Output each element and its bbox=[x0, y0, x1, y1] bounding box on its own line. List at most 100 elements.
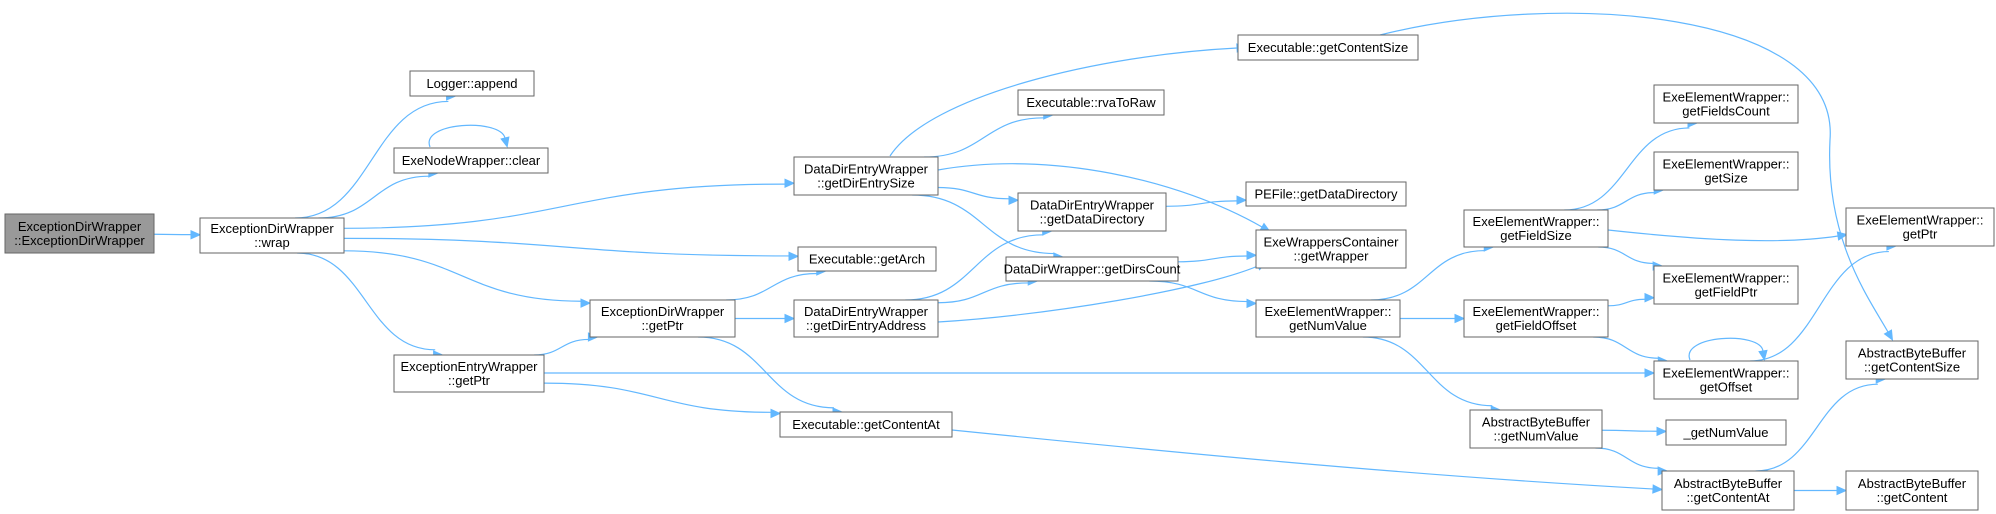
node-box bbox=[1005, 256, 1179, 282]
node-box bbox=[393, 354, 545, 393]
node-box bbox=[1237, 34, 1419, 61]
node-box bbox=[1463, 209, 1609, 248]
edge-arrowhead bbox=[1652, 484, 1664, 494]
edge-arrowhead bbox=[1236, 195, 1248, 205]
node-ddesize[interactable]: DataDirEntryWrapper::getDirEntrySize bbox=[793, 156, 939, 196]
node-label: ExeWrappersContainer bbox=[1264, 235, 1400, 250]
node-box bbox=[1845, 207, 1995, 247]
node-wrap[interactable]: ExceptionDirWrapper::wrap bbox=[199, 217, 345, 254]
node-wcgetwrapper[interactable]: ExeWrappersContainer::getWrapper bbox=[1255, 229, 1407, 269]
node-box bbox=[1845, 340, 1979, 380]
edge-contentat-to-abbcontentat bbox=[951, 429, 1664, 494]
edge-numvalue-to-abbnumvalue bbox=[1362, 336, 1502, 415]
node-box bbox=[1255, 229, 1407, 269]
edge-eeptr-to-getoffset bbox=[544, 368, 1656, 378]
edge-arrowhead bbox=[1836, 485, 1848, 496]
node-contentsize[interactable]: Executable::getContentSize bbox=[1237, 34, 1419, 61]
edge-ddedatadir-to-pefile bbox=[1165, 195, 1248, 207]
node-eewptr[interactable]: ExeElementWrapper::getPtr bbox=[1845, 207, 1995, 247]
node-contentat[interactable]: Executable::getContentAt bbox=[779, 411, 953, 438]
node-label: AbstractByteBuffer bbox=[1482, 415, 1591, 430]
node-label: ::getWrapper bbox=[1294, 249, 1370, 264]
node-label: ::getDirEntryAddress bbox=[806, 318, 926, 333]
node-rvatoraw[interactable]: Executable::rvaToRaw bbox=[1017, 89, 1165, 116]
edge-arrowhead bbox=[1008, 195, 1020, 205]
node-label: getSize bbox=[1704, 171, 1747, 186]
edge-edptr-to-ddeaddr bbox=[735, 313, 796, 324]
node-fieldscount[interactable]: ExeElementWrapper::getFieldsCount bbox=[1653, 84, 1799, 124]
node-gnv[interactable]: _getNumValue bbox=[1665, 419, 1787, 446]
node-ddeaddr[interactable]: DataDirEntryWrapper::getDirEntryAddress bbox=[793, 299, 939, 338]
node-pefile[interactable]: PEFile::getDataDirectory bbox=[1245, 181, 1407, 207]
node-label: AbstractByteBuffer bbox=[1858, 346, 1967, 361]
node-abbcontentat[interactable]: AbstractByteBuffer::getContentAt bbox=[1661, 470, 1795, 511]
node-label: ExeElementWrapper:: bbox=[1473, 214, 1600, 229]
node-getarch[interactable]: Executable::getArch bbox=[797, 246, 937, 272]
edge-arrowhead bbox=[1883, 329, 1894, 341]
node-label: AbstractByteBuffer bbox=[1674, 476, 1783, 491]
node-abbnumvalue[interactable]: AbstractByteBuffer::getNumValue bbox=[1469, 409, 1603, 449]
edge-arrowhead bbox=[580, 298, 592, 308]
node-label: ::getContentSize bbox=[1864, 360, 1960, 375]
node-label: getFieldOffset bbox=[1496, 318, 1577, 333]
edge-fieldsize-to-eewptr bbox=[1607, 229, 1849, 242]
node-box bbox=[793, 299, 939, 338]
node-fieldoffset[interactable]: ExeElementWrapper::getFieldOffset bbox=[1463, 299, 1609, 338]
node-abbcontent[interactable]: AbstractByteBuffer::getContent bbox=[1845, 470, 1979, 511]
node-logger[interactable]: Logger::append bbox=[409, 70, 535, 97]
node-ddedatadir[interactable]: DataDirEntryWrapper::getDataDirectory bbox=[1017, 192, 1167, 232]
node-label: AbstractByteBuffer bbox=[1858, 476, 1967, 491]
edge-arrowhead bbox=[1836, 231, 1849, 241]
node-eeptr[interactable]: ExceptionEntryWrapper::getPtr bbox=[393, 354, 545, 393]
node-label: ::getContent bbox=[1877, 490, 1948, 505]
node-box bbox=[793, 156, 939, 196]
node-label: ExeElementWrapper:: bbox=[1663, 157, 1790, 172]
node-box bbox=[1017, 192, 1167, 232]
node-label: DataDirEntryWrapper bbox=[804, 162, 929, 177]
node-label: _getNumValue bbox=[1682, 425, 1768, 440]
node-fieldptr[interactable]: ExeElementWrapper::getFieldPtr bbox=[1653, 265, 1799, 305]
node-box bbox=[1245, 181, 1407, 207]
edge-dirscount-to-numvalue bbox=[1149, 280, 1258, 309]
node-box bbox=[1653, 84, 1799, 124]
node-root[interactable]: ExceptionDirWrapper::ExceptionDirWrapper bbox=[4, 213, 155, 254]
edge-arrowhead bbox=[1246, 250, 1258, 261]
edge-getoffset-to-getoffset bbox=[1688, 337, 1768, 362]
node-label: ExeElementWrapper:: bbox=[1857, 213, 1984, 228]
node-label: DataDirEntryWrapper bbox=[1030, 198, 1155, 213]
node-label: ExeElementWrapper:: bbox=[1265, 304, 1392, 319]
node-box bbox=[1661, 470, 1795, 511]
node-dirscount[interactable]: DataDirWrapper::getDirsCount bbox=[1004, 256, 1181, 282]
node-label: ::getDirEntrySize bbox=[817, 176, 915, 191]
node-label: Logger::append bbox=[426, 76, 517, 91]
edge-arrowhead bbox=[1758, 349, 1768, 362]
edge-ddesize-to-rvatoraw bbox=[924, 110, 1054, 158]
nodes-layer: ExceptionDirWrapper::ExceptionDirWrapper… bbox=[4, 34, 1995, 511]
node-label: ::getNumValue bbox=[1493, 429, 1578, 444]
edge-arrowhead bbox=[1644, 292, 1656, 303]
edge-arrowhead bbox=[784, 313, 796, 324]
node-fieldsize[interactable]: ExeElementWrapper::getFieldSize bbox=[1463, 209, 1609, 248]
node-label: ::getContentAt bbox=[1686, 490, 1769, 505]
node-label: ExceptionDirWrapper bbox=[18, 219, 142, 234]
node-edptr[interactable]: ExceptionDirWrapper::getPtr bbox=[589, 299, 736, 338]
node-label: ExeElementWrapper:: bbox=[1663, 271, 1790, 286]
node-getsize[interactable]: ExeElementWrapper::getSize bbox=[1653, 151, 1799, 191]
node-label: ExeElementWrapper:: bbox=[1663, 366, 1790, 381]
node-numvalue[interactable]: ExeElementWrapper::getNumValue bbox=[1255, 299, 1401, 338]
node-label: ExeElementWrapper:: bbox=[1663, 90, 1790, 105]
edge-arrowhead bbox=[500, 136, 510, 148]
node-label: Executable::getContentAt bbox=[792, 417, 940, 432]
node-label: getFieldSize bbox=[1500, 228, 1572, 243]
edge-wrap-to-getarch bbox=[343, 237, 800, 262]
edge-clear-to-clear bbox=[428, 124, 510, 148]
edge-abbnumvalue-to-abbcontentat bbox=[1595, 447, 1669, 476]
node-getoffset[interactable]: ExeElementWrapper::getOffset bbox=[1653, 360, 1799, 400]
node-clear[interactable]: ExeNodeWrapper::clear bbox=[393, 147, 549, 174]
edge-fieldsize-to-fieldptr bbox=[1598, 246, 1664, 271]
edge-wrap-to-clear bbox=[318, 168, 440, 219]
node-abbcontentsize[interactable]: AbstractByteBuffer::getContentSize bbox=[1845, 340, 1979, 380]
edge-contentsize-to-abbcontentsize bbox=[1379, 12, 1894, 341]
node-label: ExceptionDirWrapper bbox=[601, 304, 725, 319]
